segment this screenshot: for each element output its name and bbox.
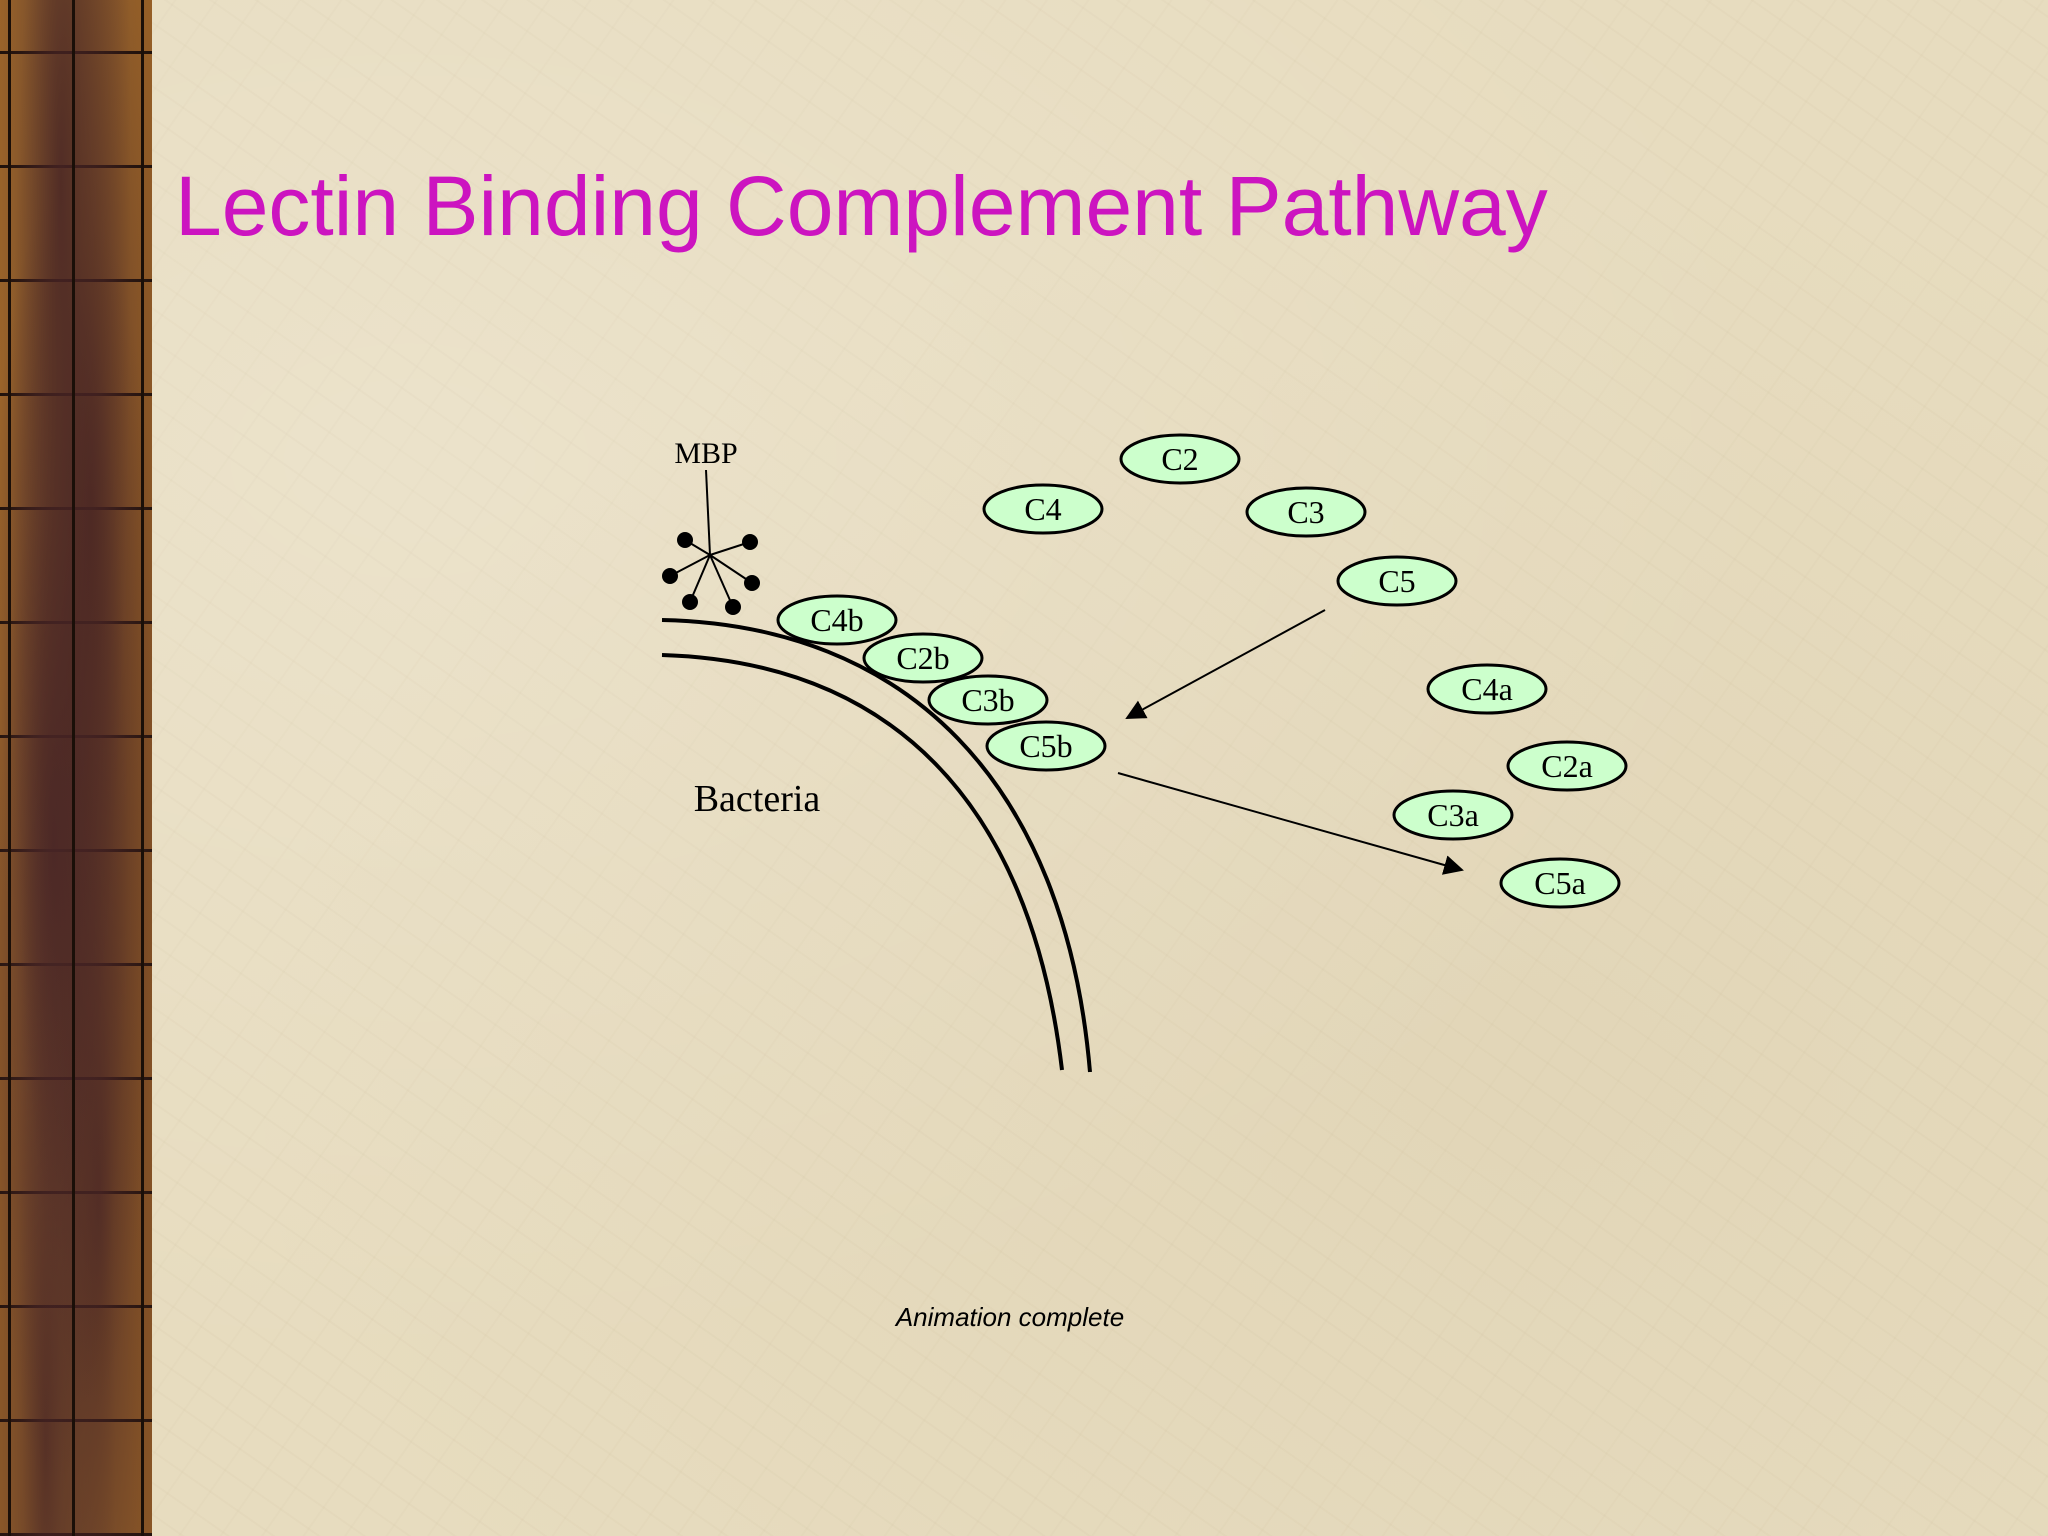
component-c4a: C4a (1426, 663, 1548, 715)
mbp-molecule (662, 469, 760, 615)
release-arrow (1117, 772, 1464, 875)
bacteria-membrane-outer (661, 618, 1092, 1073)
component-c5-label: C5 (1378, 563, 1415, 599)
component-c5a: C5a (1499, 857, 1621, 909)
component-c2-label: C2 (1161, 441, 1198, 477)
component-c2b-label: C2b (896, 640, 949, 676)
component-c3-label: C3 (1287, 494, 1324, 530)
component-c4b: C4b (776, 594, 898, 646)
component-c4a-label: C4a (1461, 671, 1513, 707)
decorative-side-strip (0, 0, 152, 1536)
bacteria-membrane-inner (661, 653, 1064, 1071)
component-c4b-label: C4b (810, 602, 863, 638)
component-c3a: C3a (1392, 789, 1514, 841)
component-c5: C5 (1336, 555, 1458, 607)
bacteria-label: Bacteria (694, 778, 821, 820)
component-c3b-label: C3b (961, 682, 1014, 718)
animation-status: Animation complete (895, 1302, 1125, 1332)
component-c5b-label: C5b (1019, 728, 1072, 764)
component-c3a-label: C3a (1427, 797, 1479, 833)
slide-title: Lectin Binding Complement Pathway (175, 159, 1548, 253)
component-c2a: C2a (1506, 740, 1628, 792)
component-c4: C4 (982, 483, 1104, 535)
component-c3: C3 (1245, 486, 1367, 538)
mbp-label: MBP (674, 437, 737, 470)
component-c3b: C3b (927, 674, 1049, 726)
component-c4-label: C4 (1024, 491, 1061, 527)
component-c2a-label: C2a (1541, 748, 1593, 784)
component-c5b: C5b (985, 720, 1107, 772)
component-c2: C2 (1119, 433, 1241, 485)
component-c5a-label: C5a (1534, 865, 1586, 901)
cleavage-arrow (1125, 609, 1326, 719)
component-c2b: C2b (862, 632, 984, 684)
